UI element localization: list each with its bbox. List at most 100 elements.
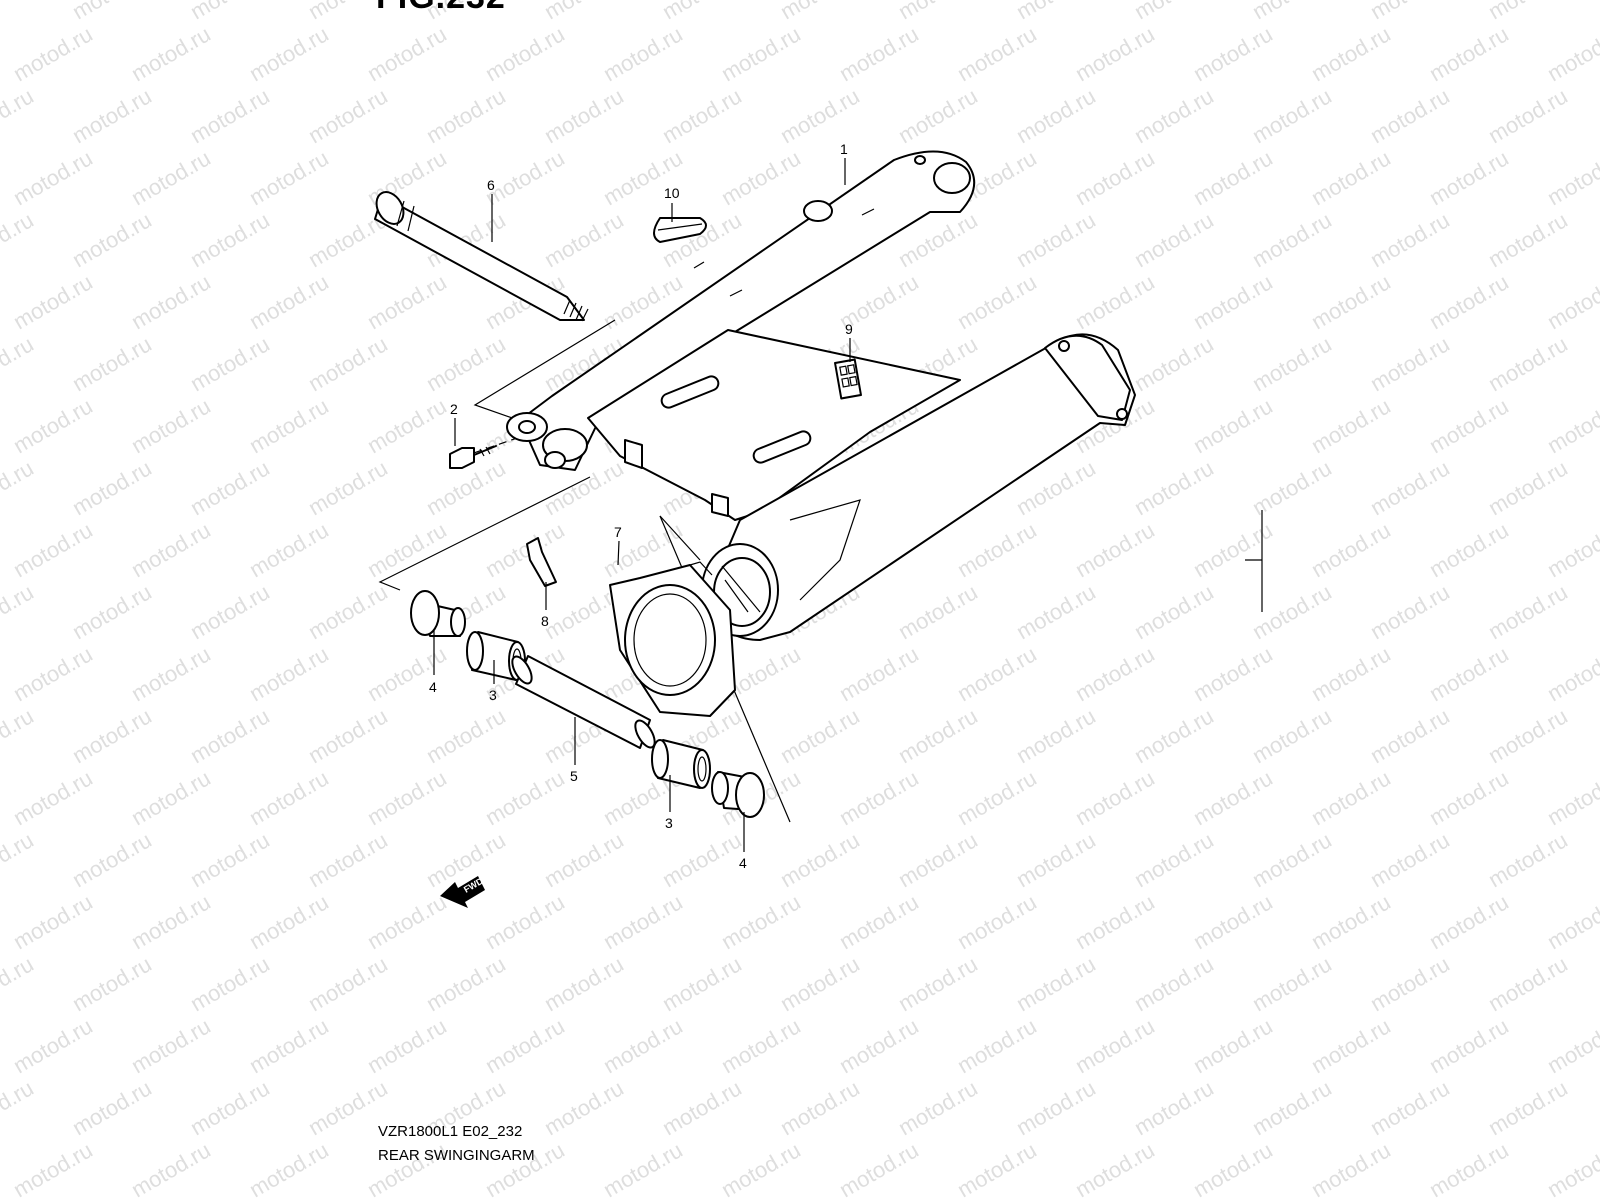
watermark-text: motod.ru	[953, 765, 1041, 830]
watermark-text: motod.ru	[68, 827, 156, 892]
watermark-text: motod.ru	[1307, 517, 1395, 582]
watermark-text: motod.ru	[894, 579, 982, 644]
watermark-text: motod.ru	[1012, 0, 1100, 24]
watermark-text: motod.ru	[481, 21, 569, 86]
watermark-text: motod.ru	[0, 703, 38, 768]
watermark-text: motod.ru	[363, 765, 451, 830]
watermark-text: motod.ru	[0, 207, 38, 272]
watermark-text: motod.ru	[0, 1075, 38, 1140]
watermark-text: motod.ru	[0, 0, 38, 24]
watermark-text: motod.ru	[658, 83, 746, 148]
watermark-text: motod.ru	[599, 889, 687, 954]
watermark-text: motod.ru	[1543, 1137, 1600, 1200]
watermark-text: motod.ru	[776, 703, 864, 768]
watermark-text: motod.ru	[1425, 1137, 1513, 1200]
watermark-text: motod.ru	[9, 517, 97, 582]
watermark-text: motod.ru	[68, 1075, 156, 1140]
watermark-text: motod.ru	[1189, 1137, 1277, 1200]
figure-title: FIG.232	[376, 0, 506, 17]
watermark-text: motod.ru	[1248, 703, 1336, 768]
watermark-text: motod.ru	[1189, 269, 1277, 334]
watermark-text: motod.ru	[127, 145, 215, 210]
watermark-text: motod.ru	[1071, 517, 1159, 582]
watermark-text: motod.ru	[953, 1137, 1041, 1200]
callout-8: 8	[541, 613, 549, 629]
model-code: VZR1800L1 E02_232	[378, 1123, 523, 1140]
watermark-text: motod.ru	[0, 331, 38, 396]
watermark-text: motod.ru	[68, 0, 156, 24]
watermark-text: motod.ru	[1071, 641, 1159, 706]
watermark-text: motod.ru	[422, 951, 510, 1016]
watermark-text: motod.ru	[1012, 1075, 1100, 1140]
watermark-text: motod.ru	[1130, 0, 1218, 24]
watermark-text: motod.ru	[1366, 331, 1454, 396]
watermark-text: motod.ru	[658, 1075, 746, 1140]
watermark-text: motod.ru	[1543, 889, 1600, 954]
thrust-bush-left	[410, 590, 466, 637]
watermark-text: motod.ru	[540, 1075, 628, 1140]
watermark-text: motod.ru	[9, 145, 97, 210]
watermark-text: motod.ru	[776, 827, 864, 892]
watermark-text: motod.ru	[835, 1137, 923, 1200]
watermark-text: motod.ru	[1307, 1013, 1395, 1078]
watermark-text: motod.ru	[1189, 889, 1277, 954]
watermark-text: motod.ru	[1425, 889, 1513, 954]
callout-9: 9	[845, 321, 853, 337]
watermark-text: motod.ru	[363, 393, 451, 458]
watermark-text: motod.ru	[894, 703, 982, 768]
watermark-text: motod.ru	[1484, 331, 1572, 396]
watermark-text: motod.ru	[953, 517, 1041, 582]
watermark-text: motod.ru	[186, 0, 274, 24]
watermark-text: motod.ru	[776, 83, 864, 148]
callout-5: 5	[570, 768, 578, 784]
watermark-text: motod.ru	[1366, 827, 1454, 892]
spacer	[511, 655, 656, 749]
watermark-text: motod.ru	[304, 83, 392, 148]
watermark-text: motod.ru	[245, 269, 333, 334]
watermark-text: motod.ru	[953, 269, 1041, 334]
watermark-text: motod.ru	[1248, 455, 1336, 520]
watermark-text: motod.ru	[1189, 145, 1277, 210]
callout-7: 7	[614, 524, 622, 540]
watermark-text: motod.ru	[422, 331, 510, 396]
watermark-text: motod.ru	[1425, 145, 1513, 210]
watermark-text: motod.ru	[658, 827, 746, 892]
watermark-text: motod.ru	[1543, 393, 1600, 458]
watermark-text: motod.ru	[1307, 393, 1395, 458]
watermark-text: motod.ru	[658, 0, 746, 24]
watermark-text: motod.ru	[1189, 393, 1277, 458]
watermark-text: motod.ru	[658, 951, 746, 1016]
watermark-text: motod.ru	[1130, 951, 1218, 1016]
watermark-text: motod.ru	[1484, 0, 1572, 24]
watermark-text: motod.ru	[0, 579, 38, 644]
watermark-text: motod.ru	[422, 827, 510, 892]
watermark-text: motod.ru	[0, 827, 38, 892]
watermark-text: motod.ru	[304, 331, 392, 396]
watermark-text: motod.ru	[304, 827, 392, 892]
watermark-text: motod.ru	[127, 641, 215, 706]
watermark-text: motod.ru	[1189, 1013, 1277, 1078]
watermark-text: motod.ru	[304, 579, 392, 644]
watermark-text: motod.ru	[1425, 21, 1513, 86]
watermark-text: motod.ru	[0, 455, 38, 520]
callout-numbers: 1 2 3 3 4 4 5 6 7 8 9 10	[429, 141, 853, 871]
pivot-shaft	[374, 191, 589, 322]
watermark-text: motod.ru	[540, 951, 628, 1016]
watermark-text: motod.ru	[9, 889, 97, 954]
watermark-text: motod.ru	[481, 1013, 569, 1078]
watermark-text: motod.ru	[1484, 827, 1572, 892]
watermark-text: motod.ru	[1130, 331, 1218, 396]
watermark-text: motod.ru	[481, 765, 569, 830]
watermark-text: motod.ru	[1012, 83, 1100, 148]
watermark-text: motod.ru	[1012, 207, 1100, 272]
watermark-text: motod.ru	[68, 951, 156, 1016]
watermark-text: motod.ru	[717, 21, 805, 86]
watermark-text: motod.ru	[1307, 145, 1395, 210]
watermark-text: motod.ru	[363, 269, 451, 334]
thrust-bush-right	[711, 771, 765, 818]
watermark-text: motod.ru	[127, 517, 215, 582]
watermark-text: motod.ru	[1130, 827, 1218, 892]
watermark-text: motod.ru	[68, 455, 156, 520]
watermark-text: motod.ru	[540, 83, 628, 148]
